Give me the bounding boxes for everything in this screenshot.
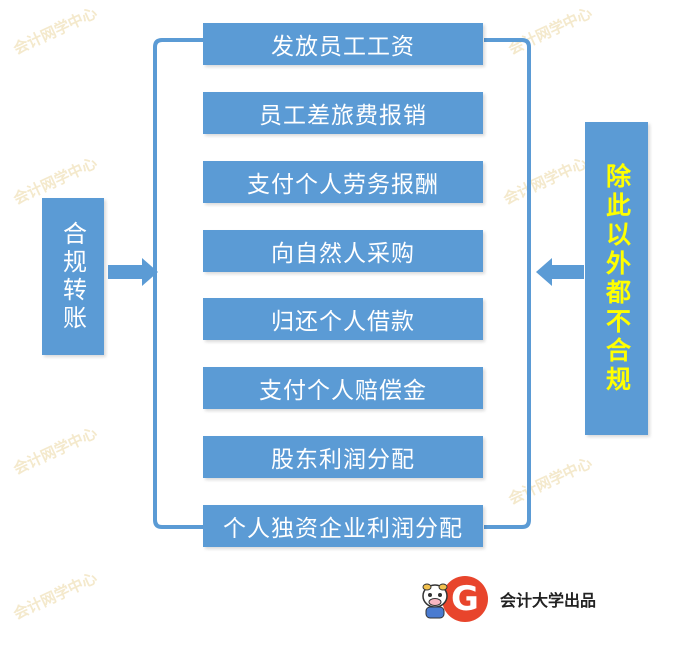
item-label: 向自然人采购 (271, 241, 415, 267)
brand-text: 会计大学出品 (500, 591, 597, 610)
item-box: 向自然人采购 (203, 230, 483, 272)
item-box: 归还个人借款 (203, 298, 483, 340)
right-bracket (484, 38, 531, 529)
non-compliant-box: 除此以外都不合规 (585, 122, 648, 435)
brand-footer: G 会计大学出品 (416, 570, 616, 628)
logo-g-icon: G (442, 576, 488, 622)
item-label: 支付个人劳务报酬 (247, 172, 439, 198)
item-label: 股东利润分配 (271, 447, 415, 473)
item-label: 归还个人借款 (271, 309, 415, 335)
item-label: 支付个人赔偿金 (259, 378, 427, 404)
item-label: 发放员工工资 (271, 34, 415, 60)
item-box: 发放员工工资 (203, 23, 483, 65)
compliant-transfer-label: 合规转账 (58, 220, 87, 333)
item-box: 支付个人劳务报酬 (203, 161, 483, 203)
item-box: 个人独资企业利润分配 (203, 505, 483, 547)
item-label: 个人独资企业利润分配 (223, 516, 463, 542)
arrow-left-icon (536, 258, 584, 286)
item-box: 支付个人赔偿金 (203, 367, 483, 409)
item-box: 股东利润分配 (203, 436, 483, 478)
item-box: 员工差旅费报销 (203, 92, 483, 134)
arrow-right-icon (108, 258, 158, 286)
item-label: 员工差旅费报销 (259, 103, 427, 129)
cow-mascot-icon (422, 583, 448, 619)
left-bracket (153, 38, 203, 529)
compliant-transfer-box: 合规转账 (42, 198, 104, 355)
non-compliant-label: 除此以外都不合规 (602, 162, 632, 395)
brand-logo: G (416, 570, 488, 628)
